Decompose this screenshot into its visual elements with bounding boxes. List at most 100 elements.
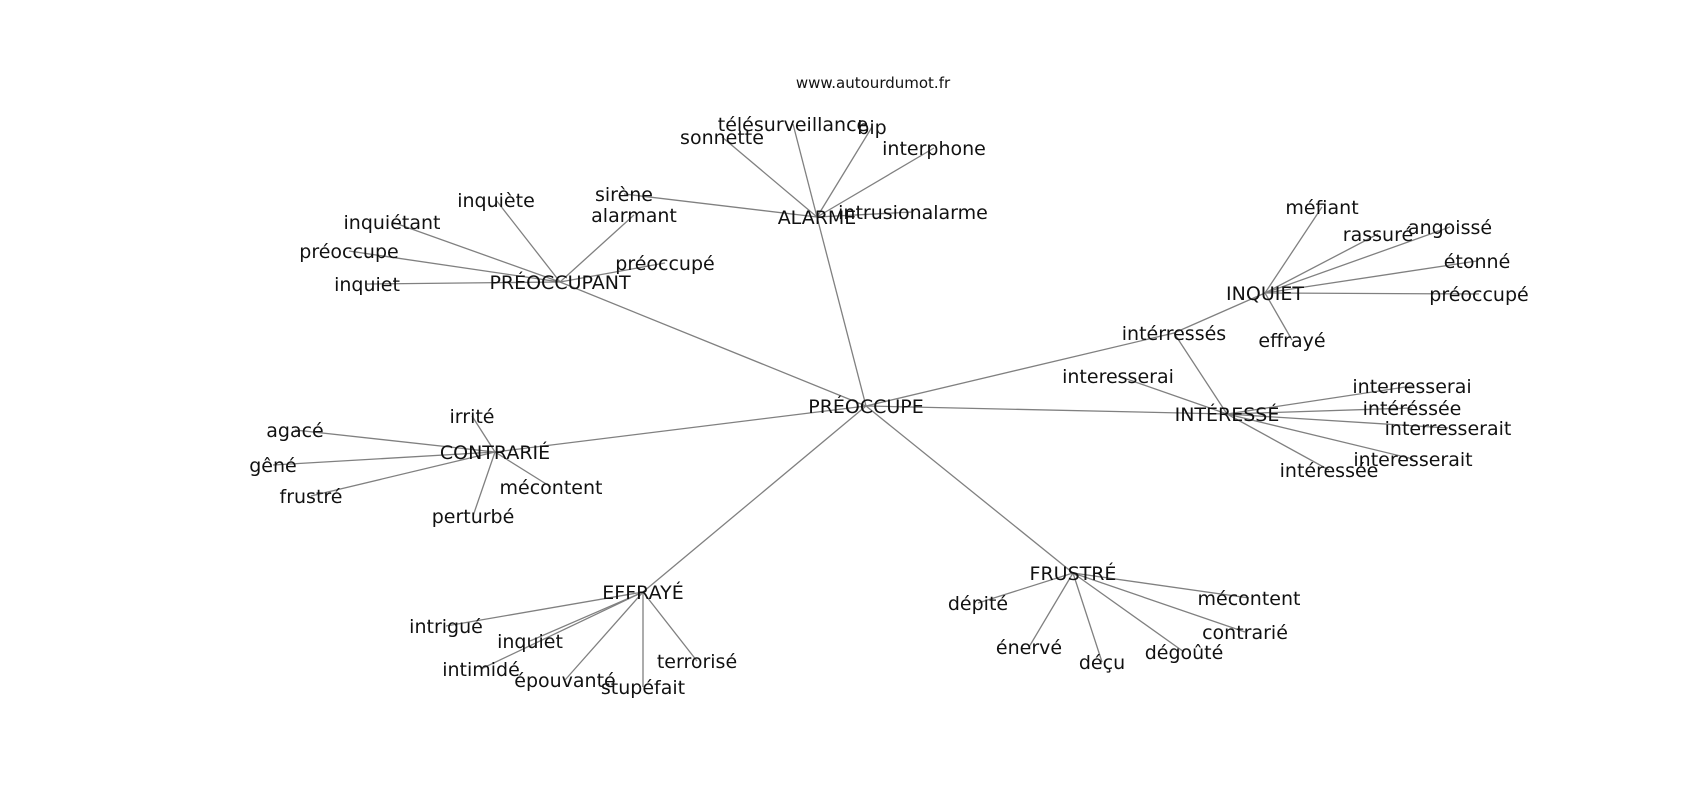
edge-preoccupe_center-effraye <box>642 405 867 593</box>
edge-inquiet_hub-angoisse <box>1264 226 1451 294</box>
edge-effraye-intrigue <box>445 591 644 627</box>
edge-preoccupe_center-interresses <box>865 332 1175 407</box>
node-label-interphone: interphone <box>882 138 986 160</box>
edge-inquiet_hub-mefiant <box>1264 206 1323 294</box>
edge-inquiet_hub-effraye_small <box>1264 292 1293 341</box>
node-label-interesse: INTÉRESSÉ <box>1175 403 1280 426</box>
node-label-intrusionalarme: intrusionalarme <box>838 202 988 224</box>
node-label-mecontent_b: mécontent <box>1198 588 1301 610</box>
node-label-inquiet_hub: INQUIET <box>1226 283 1304 305</box>
edge-contrarie-frustre_small <box>310 451 496 497</box>
node-label-preoccupe_a: préoccupe <box>299 241 398 263</box>
edge-frustre-degoute <box>1072 572 1185 653</box>
edge-interesse-interresses <box>1173 332 1228 415</box>
node-label-telesurveillance: télésurveillance <box>718 114 868 136</box>
edge-frustre-decu <box>1072 572 1103 663</box>
edge-alarme-interphone <box>816 147 935 218</box>
node-label-mecontent_a: mécontent <box>500 477 603 499</box>
node-label-alarmant: alarmant <box>591 205 677 227</box>
graph-nodes: PRÉOCCUPE ALARME PRÉOCCUPANT INQUIET INTÉRES… <box>249 114 1528 699</box>
edge-effraye-terrorise <box>642 591 698 662</box>
node-label-rassure: rassuré <box>1343 224 1413 246</box>
node-label-inquiet_a: inquiet <box>334 274 400 296</box>
node-label-terrorise: terrorisé <box>657 651 737 673</box>
node-label-etonne: étonné <box>1444 251 1511 273</box>
node-label-perturbe: perturbé <box>432 506 515 528</box>
node-label-enerve: énervé <box>996 637 1062 659</box>
edge-interesse-interesserait <box>1226 413 1414 460</box>
edge-interesse-interesserai <box>1117 375 1228 415</box>
node-label-preoccupe_center: PRÉOCCUPE <box>808 395 924 418</box>
node-label-effraye_small: effrayé <box>1258 330 1325 352</box>
edge-alarme-sonnette <box>721 136 818 218</box>
node-label-decu: déçu <box>1079 652 1125 674</box>
edge-effraye-intimide <box>480 591 644 670</box>
node-label-interessee_b: intéressée <box>1280 460 1379 482</box>
edge-preoccupant-inquietant <box>391 221 561 283</box>
edge-interesse-interessee_a <box>1226 407 1413 415</box>
node-label-frustre_small: frustré <box>280 486 343 508</box>
node-label-intimide: intimidé <box>442 659 520 681</box>
node-label-epouvante: épouvanté <box>514 670 616 692</box>
node-label-interesserai: interesserai <box>1062 366 1174 388</box>
node-label-intrigue: intrigué <box>409 616 483 638</box>
node-label-stupefait: stupéfait <box>601 677 685 699</box>
node-label-inquiete: inquiète <box>457 190 535 212</box>
edge-alarme-intrusionalarme <box>816 211 914 218</box>
edge-inquiet_hub-rassure <box>1264 233 1379 294</box>
node-label-effraye: EFFRAYÉ <box>602 581 683 604</box>
node-label-contrarie: CONTRARIÉ <box>440 441 550 464</box>
edge-alarme-bip <box>816 126 873 218</box>
edge-preoccupant-alarmant <box>559 214 635 283</box>
edge-preoccupant-preoccupe_b <box>559 262 666 283</box>
node-label-sonnette: sonnette <box>680 127 764 149</box>
edge-interesse-interresserait <box>1226 413 1449 429</box>
edge-effraye-epouvante <box>564 591 644 681</box>
node-label-bip: bip <box>857 117 886 139</box>
edge-preoccupe_center-preoccupant <box>559 281 867 407</box>
node-label-alarme: ALARME <box>778 207 857 229</box>
edge-alarme-telesurveillance <box>792 123 818 218</box>
node-label-gene: gêné <box>249 455 296 477</box>
edge-preoccupe_center-interesse <box>865 405 1228 415</box>
edge-contrarie-mecontent_a <box>494 451 552 488</box>
node-label-angoisse: angoissé <box>1408 217 1492 239</box>
edge-contrarie-agace <box>294 429 496 453</box>
edge-interesse-interessee_b <box>1226 413 1330 471</box>
edge-frustre-enerve <box>1028 572 1074 648</box>
node-label-sirene: sirène <box>595 184 653 206</box>
edge-preoccupant-preoccupe_a <box>348 250 561 283</box>
node-label-inquietant: inquiétant <box>344 212 441 234</box>
edge-contrarie-perturbe <box>472 451 496 517</box>
node-label-frustre: FRUSTRÉ <box>1030 562 1117 585</box>
node-label-mefiant: méfiant <box>1285 197 1358 219</box>
node-label-depite: dépité <box>948 593 1008 615</box>
node-label-interresses: intérressés <box>1122 323 1226 345</box>
node-label-interresserait: interresserait <box>1385 418 1512 440</box>
node-label-interesserait: interesserait <box>1353 449 1472 471</box>
node-label-preoccupe_c: préoccupé <box>1429 284 1528 306</box>
node-label-agace: agacé <box>266 420 323 442</box>
edge-inquiet_hub-etonne <box>1264 260 1478 294</box>
edge-contrarie-gene <box>272 451 496 466</box>
edge-interesse-interresserai <box>1226 385 1413 415</box>
edge-preoccupe_center-alarme <box>816 216 867 407</box>
node-label-preoccupant: PRÉOCCUPANT <box>489 271 631 294</box>
node-label-inquiet_b: inquiet <box>497 631 563 653</box>
edge-frustre-depite <box>977 572 1074 604</box>
edge-inquiet_hub-preoccupe_c <box>1264 292 1480 295</box>
edge-frustre-mecontent_b <box>1072 572 1250 599</box>
node-label-contrarie_small: contrarié <box>1202 622 1288 644</box>
edge-frustre-contrarie_small <box>1072 572 1246 633</box>
edge-alarme-sirene <box>623 193 818 218</box>
node-label-degoute: dégoûté <box>1145 642 1224 664</box>
edge-inquiet_hub-interresses <box>1173 292 1266 334</box>
node-label-preoccupe_b: préoccupé <box>615 253 714 275</box>
edge-preoccupant-inquiet_a <box>366 281 561 285</box>
node-label-irrite: irrité <box>450 406 495 428</box>
edge-preoccupe_center-frustre <box>865 405 1074 574</box>
edge-preoccupe_center-contrarie <box>494 405 867 453</box>
site-url: www.autourdumot.fr <box>796 74 951 92</box>
graph-edges <box>272 123 1480 687</box>
